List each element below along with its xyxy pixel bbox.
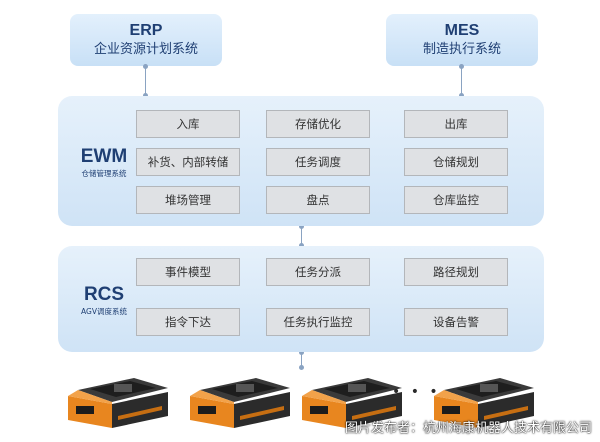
rcs-cell-path-planning: 路径规划	[404, 258, 508, 286]
ewm-label: EWM 仓储管理系统	[66, 146, 142, 179]
ewm-layer: EWM 仓储管理系统 入库 存储优化 出库 补货、内部转储 任务调度 仓储规划 …	[58, 96, 544, 226]
mes-title: MES	[444, 22, 480, 39]
ewm-title: EWM	[80, 146, 128, 167]
agv-robot-icon	[434, 378, 534, 428]
rcs-label: RCS AGV调度系统	[66, 284, 142, 317]
connector-rcs-agv	[299, 350, 304, 370]
ewm-cell-outbound: 出库	[404, 110, 508, 138]
rcs-subtitle: AGV调度系统	[81, 307, 127, 316]
rcs-cell-task-dispatch: 任务分派	[266, 258, 370, 286]
rcs-title: RCS	[83, 284, 125, 305]
erp-box: ERP 企业资源计划系统	[70, 14, 222, 66]
ewm-cell-yard-management: 堆场管理	[136, 186, 240, 214]
ewm-cell-task-scheduling: 任务调度	[266, 148, 370, 176]
agv-robot-icon	[68, 378, 168, 428]
publisher-watermark: 图片发布者：杭州海康机器人技术有限公司	[344, 421, 592, 436]
ewm-cell-inbound: 入库	[136, 110, 240, 138]
mes-box: MES 制造执行系统	[386, 14, 538, 66]
erp-subtitle: 企业资源计划系统	[93, 42, 198, 57]
mes-subtitle: 制造执行系统	[422, 42, 501, 57]
agv-robot-icon	[190, 378, 290, 428]
agv-robot-icon	[302, 378, 402, 428]
connector-erp-ewm	[143, 64, 148, 98]
erp-title: ERP	[129, 22, 163, 39]
rcs-cell-event-model: 事件模型	[136, 258, 240, 286]
connector-ewm-rcs	[299, 224, 304, 248]
ewm-cell-replenishment: 补货、内部转储	[136, 148, 240, 176]
rcs-cell-device-alarm: 设备告警	[404, 308, 508, 336]
rcs-cell-command-issue: 指令下达	[136, 308, 240, 336]
ewm-cell-warehouse-monitoring: 仓库监控	[404, 186, 508, 214]
ewm-cell-warehouse-planning: 仓储规划	[404, 148, 508, 176]
rcs-layer: RCS AGV调度系统 事件模型 任务分派 路径规划 指令下达 任务执行监控 设…	[58, 246, 544, 352]
rcs-cell-execution-monitoring: 任务执行监控	[266, 308, 370, 336]
ewm-cell-storage-optimization: 存储优化	[266, 110, 370, 138]
ewm-subtitle: 仓储管理系统	[81, 169, 127, 178]
connector-mes-ewm	[459, 64, 464, 98]
ewm-cell-inventory-count: 盘点	[266, 186, 370, 214]
